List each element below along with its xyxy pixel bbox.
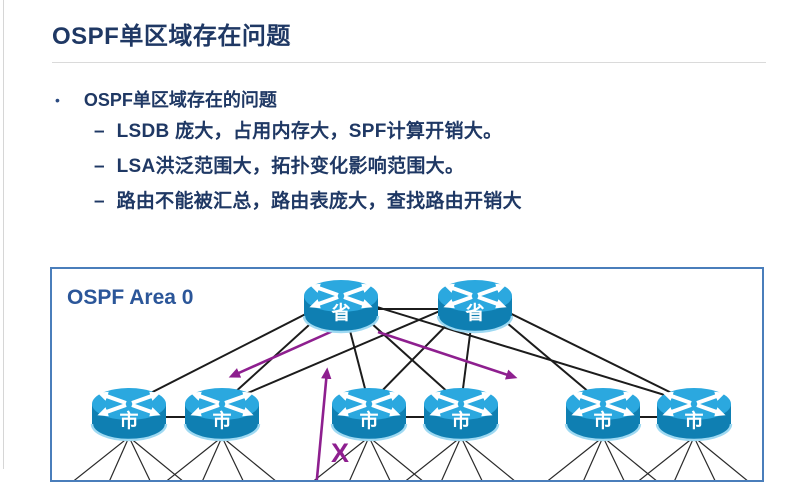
access-fan-links: [73, 436, 748, 480]
lsa-flood-arrow-up: [315, 367, 332, 480]
dash-marker: –: [94, 191, 105, 212]
router-icon-city-5: 市: [566, 388, 640, 440]
sub-bullet-3-text: 路由不能被汇总，路由表庞大，查找路由开销大: [116, 191, 522, 212]
sub-bullet-2: – LSA洪泛范围大，拓扑变化影响范围大。: [94, 156, 464, 178]
bullet-marker: •: [55, 92, 60, 108]
router-icon-city-4: 市: [424, 388, 498, 440]
router-label: 市: [212, 409, 231, 432]
main-bullet-text: OSPF单区域存在的问题: [83, 90, 277, 110]
ospf-area0-diagram-box: 省 省 市 市 市 市 市 市 X: [50, 267, 764, 482]
main-bullet: • OSPF单区域存在的问题: [55, 90, 277, 110]
router-label: 市: [119, 409, 138, 432]
x-block-mark: X: [331, 438, 349, 468]
slide: { "slide": { "title": "OSPF单区域存在问题", "bu…: [3, 0, 766, 482]
topology-diagram: 省 省 市 市 市 市 市 市 X: [67, 269, 748, 480]
page-title: OSPF单区域存在问题: [52, 23, 291, 50]
router-label: 省: [464, 302, 484, 324]
sub-bullet-2-text: LSA洪泛范围大，拓扑变化影响范围大。: [116, 156, 465, 177]
router-label: 市: [359, 409, 378, 432]
title-divider: [52, 62, 766, 63]
router-icon-city-3: 市: [332, 388, 406, 440]
lsa-flood-arrow-left: [228, 328, 336, 378]
router-label: 省: [330, 302, 350, 324]
dash-marker: –: [94, 121, 105, 142]
sub-bullet-3: – 路由不能被汇总，路由表庞大，查找路由开销大: [94, 191, 522, 213]
router-icon-city-6: 市: [657, 388, 731, 440]
dash-marker: –: [94, 156, 105, 177]
router-icon-province-2: 省: [438, 280, 512, 332]
sub-bullet-1-text: LSDB 庞大，占用内存大，SPF计算开销大。: [116, 121, 503, 142]
slide-left-edge: [3, 0, 4, 469]
router-label: 市: [684, 409, 703, 432]
router-label: 市: [451, 409, 470, 432]
lsa-flood-arrow-right: [377, 330, 518, 380]
area-label: OSPF Area 0: [67, 286, 193, 309]
router-icon-city-2: 市: [185, 388, 259, 440]
router-icon-city-1: 市: [92, 388, 166, 440]
router-icon-province-1: 省: [304, 280, 378, 332]
sub-bullet-1: – LSDB 庞大，占用内存大，SPF计算开销大。: [94, 121, 502, 143]
router-label: 市: [593, 409, 612, 432]
